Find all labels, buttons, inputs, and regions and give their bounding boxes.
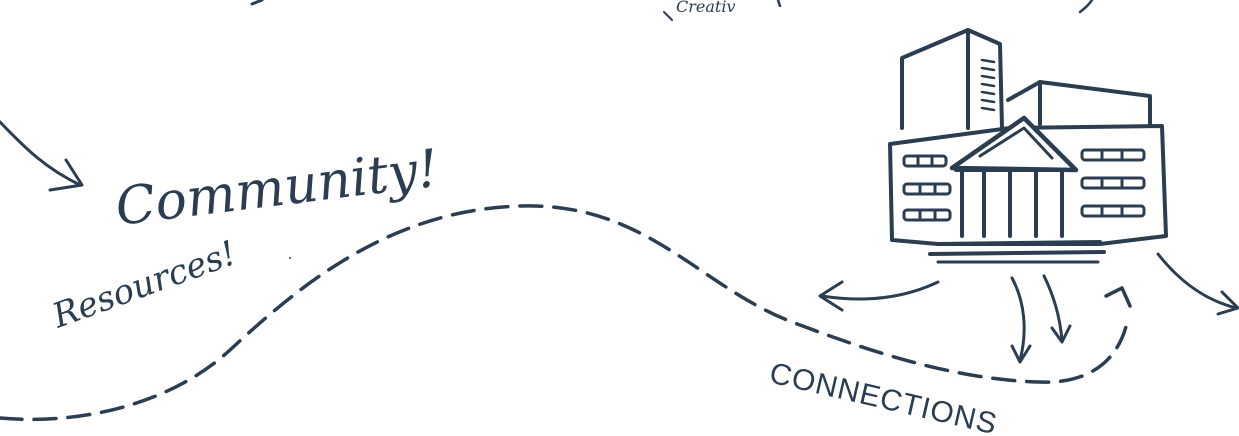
top-scribbles: Creativ xyxy=(252,0,1092,20)
dashed-path-arrowhead xyxy=(1106,288,1130,306)
dashed-path xyxy=(0,206,1128,419)
community-label: Community! xyxy=(112,139,441,238)
resources-label: Resources! xyxy=(46,233,241,337)
left-curved-arrow xyxy=(0,122,82,190)
stray-dot xyxy=(289,257,291,259)
building-arrows xyxy=(820,254,1238,362)
connections-label: CONNECTIONS xyxy=(766,357,1000,436)
building-icon xyxy=(890,30,1166,262)
top-fragment-text: Creativ xyxy=(676,0,735,16)
